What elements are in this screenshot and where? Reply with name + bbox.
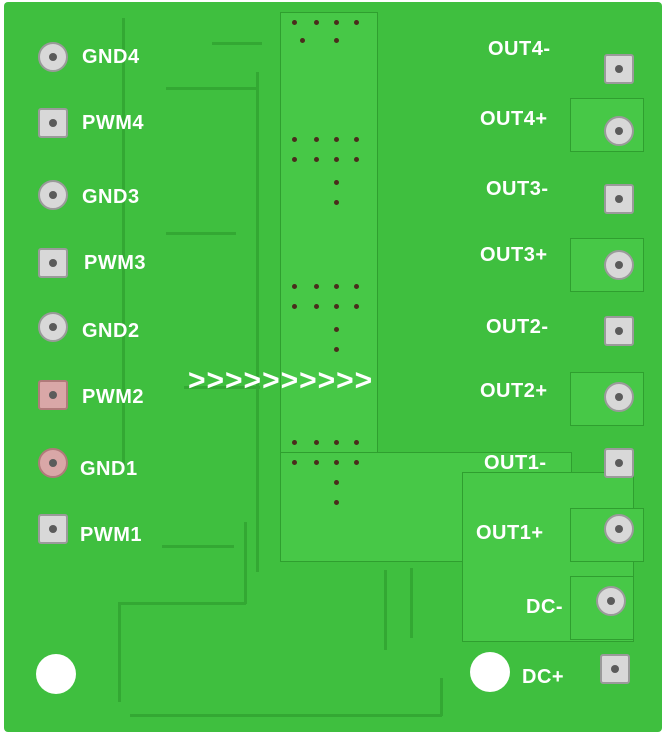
via: [354, 20, 359, 25]
via: [314, 20, 319, 25]
via: [334, 500, 339, 505]
pad-pwm1: [38, 514, 68, 544]
via: [334, 38, 339, 43]
label-out3-minus: OUT3-: [486, 178, 549, 200]
via: [292, 157, 297, 162]
trace: [410, 568, 413, 638]
pad-gnd1: [38, 448, 68, 478]
via: [292, 440, 297, 445]
via: [334, 180, 339, 185]
via: [314, 440, 319, 445]
label-gnd4: GND4: [82, 46, 140, 68]
trace: [244, 522, 247, 604]
trace: [118, 602, 246, 605]
via: [334, 347, 339, 352]
label-gnd3: GND3: [82, 186, 140, 208]
via: [314, 304, 319, 309]
pad-out1-plus: [604, 514, 634, 544]
trace: [166, 87, 256, 90]
label-out4-minus: OUT4-: [488, 38, 551, 60]
trace: [162, 545, 234, 548]
via: [354, 157, 359, 162]
pad-out4-plus: [604, 116, 634, 146]
pad-out2-minus: [604, 316, 634, 346]
pad-pwm3: [38, 248, 68, 278]
pad-out4-minus: [604, 54, 634, 84]
label-out2-minus: OUT2-: [486, 316, 549, 338]
via: [354, 440, 359, 445]
pad-gnd3: [38, 180, 68, 210]
via: [300, 38, 305, 43]
pad-pwm4: [38, 108, 68, 138]
label-gnd2: GND2: [82, 320, 140, 342]
via: [354, 284, 359, 289]
trace: [440, 678, 443, 716]
via: [334, 480, 339, 485]
pad-gnd4: [38, 42, 68, 72]
via: [354, 137, 359, 142]
label-pwm3: PWM3: [84, 252, 146, 274]
pad-dc-plus: [600, 654, 630, 684]
mounting-hole-left: [36, 654, 76, 694]
label-out3-plus: OUT3+: [480, 244, 548, 266]
pad-out2-plus: [604, 382, 634, 412]
pcb-board: GND4 PWM4 GND3 PWM3 GND2 PWM2 GND1 PWM1 …: [4, 2, 662, 732]
pad-gnd2: [38, 312, 68, 342]
via: [354, 304, 359, 309]
via: [292, 284, 297, 289]
label-out1-minus: OUT1-: [484, 452, 547, 474]
trace: [122, 18, 125, 468]
via: [314, 460, 319, 465]
label-gnd1: GND1: [80, 458, 138, 480]
pad-out3-minus: [604, 184, 634, 214]
via: [334, 200, 339, 205]
trace: [184, 386, 260, 389]
label-out2-plus: OUT2+: [480, 380, 548, 402]
via: [334, 284, 339, 289]
via: [354, 460, 359, 465]
trace: [118, 602, 121, 702]
via: [314, 137, 319, 142]
via: [334, 460, 339, 465]
label-out4-plus: OUT4+: [480, 108, 548, 130]
trace: [212, 42, 262, 45]
label-dc-minus: DC-: [526, 596, 564, 618]
pad-pwm2: [38, 380, 68, 410]
via: [334, 20, 339, 25]
trace: [166, 232, 236, 235]
via: [314, 157, 319, 162]
via: [334, 304, 339, 309]
pad-out3-plus: [604, 250, 634, 280]
via: [292, 304, 297, 309]
pad-out1-minus: [604, 448, 634, 478]
label-out1-plus: OUT1+: [476, 522, 544, 544]
pad-dc-minus: [596, 586, 626, 616]
via: [334, 327, 339, 332]
trace: [256, 72, 259, 572]
trace: [384, 570, 387, 650]
via: [334, 440, 339, 445]
via: [292, 137, 297, 142]
via: [334, 157, 339, 162]
direction-arrows: >>>>>>>>>>: [188, 364, 374, 397]
label-pwm4: PWM4: [82, 112, 144, 134]
label-pwm1: PWM1: [80, 524, 142, 546]
label-dc-plus: DC+: [522, 666, 565, 688]
trace: [130, 714, 442, 717]
mounting-hole-right: [470, 652, 510, 692]
via: [292, 20, 297, 25]
via: [314, 284, 319, 289]
via: [334, 137, 339, 142]
label-pwm2: PWM2: [82, 386, 144, 408]
via: [292, 460, 297, 465]
